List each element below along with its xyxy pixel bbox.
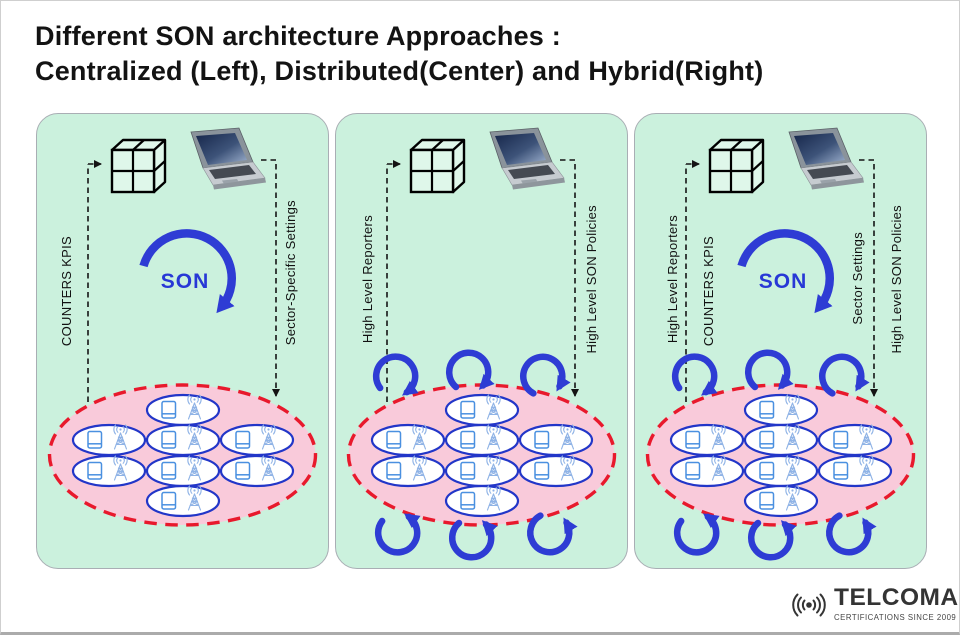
label-high-level-son-policies: High Level SON Policies — [584, 205, 599, 354]
cell — [444, 454, 520, 488]
cell — [219, 423, 295, 457]
reports-dashed-line — [386, 160, 401, 402]
label-sector-specific-settings: Sector-Specific Settings — [283, 200, 298, 346]
panel-centralized: SON COUNTERS KPIS Sector-Specific Settin… — [36, 113, 329, 569]
settings-dashed-line — [261, 159, 280, 397]
self-loop-arrow — [748, 353, 787, 387]
policies-dashed-line — [560, 159, 579, 397]
cell — [145, 484, 221, 518]
panel-distributed: High Level Reporters High Level SON Poli… — [335, 113, 628, 569]
network-cluster — [346, 383, 617, 527]
radio-signal-icon — [792, 593, 826, 617]
self-loop-arrow — [452, 523, 491, 557]
label-counters-kpis: COUNTERS KPIS — [59, 236, 74, 347]
cell — [518, 454, 594, 488]
cell — [71, 454, 147, 488]
cell — [743, 454, 819, 488]
son-label: SON — [759, 270, 808, 293]
laptop-icon — [489, 127, 566, 190]
cell — [370, 423, 446, 457]
panel-hybrid: SON High Level Report — [634, 113, 927, 569]
cell — [370, 454, 446, 488]
laptop-icon — [190, 127, 267, 190]
self-loop-arrow — [751, 523, 790, 557]
page-title: Different SON architecture Approaches : … — [35, 19, 763, 88]
label-sector-settings: Sector Settings — [850, 232, 865, 325]
cell — [817, 423, 893, 457]
cube-icon — [708, 138, 765, 194]
cell — [71, 423, 147, 457]
cell — [669, 423, 745, 457]
self-loop-arrow — [673, 353, 718, 395]
self-loop-arrow — [520, 353, 565, 395]
cell — [817, 454, 893, 488]
self-loop-arrow — [376, 514, 421, 556]
cell — [145, 393, 221, 427]
reports-dashed-line — [685, 160, 700, 402]
cell — [669, 454, 745, 488]
brand-name: TELCOMA — [834, 584, 959, 612]
cell — [145, 423, 221, 457]
cell — [743, 393, 819, 427]
reports-dashed-line — [87, 160, 102, 402]
label-high-level-reporters: High Level Reporters — [360, 215, 375, 344]
cube-icon — [409, 138, 466, 194]
policies-dashed-line — [859, 159, 878, 397]
self-loop-arrow — [449, 353, 488, 387]
title-line-2: Centralized (Left), Distributed(Center) … — [35, 55, 764, 86]
self-loop-arrow — [826, 514, 871, 556]
logo-text: TELCOMA CERTIFICATIONS SINCE 2009 — [834, 586, 959, 622]
network-cluster — [47, 383, 318, 527]
son-label: SON — [161, 270, 210, 293]
cell — [518, 423, 594, 457]
cell — [743, 484, 819, 518]
self-loop-arrow — [374, 353, 419, 395]
label-high-level-reporters: High Level Reporters — [665, 215, 680, 344]
label-high-level-son-policies: High Level SON Policies — [889, 205, 904, 354]
cell — [219, 454, 295, 488]
cell — [444, 393, 520, 427]
title-line-1: Different SON architecture Approaches : — [35, 21, 561, 51]
self-loop-arrow — [819, 353, 864, 395]
self-loop-arrow — [527, 514, 572, 556]
son-loop-arrow: SON — [139, 229, 236, 314]
son-loop-arrow: SON — [737, 229, 834, 314]
cell — [145, 454, 221, 488]
brand-tagline: CERTIFICATIONS SINCE 2009 — [834, 612, 957, 622]
self-loop-arrow — [675, 514, 720, 556]
cell — [444, 484, 520, 518]
cell — [743, 423, 819, 457]
network-cluster — [645, 383, 916, 527]
label-counters-kpis: COUNTERS KPIS — [701, 236, 716, 347]
laptop-icon — [788, 127, 865, 190]
cell — [444, 423, 520, 457]
telcoma-logo: TELCOMA CERTIFICATIONS SINCE 2009 — [789, 584, 959, 624]
cube-icon — [110, 138, 167, 194]
